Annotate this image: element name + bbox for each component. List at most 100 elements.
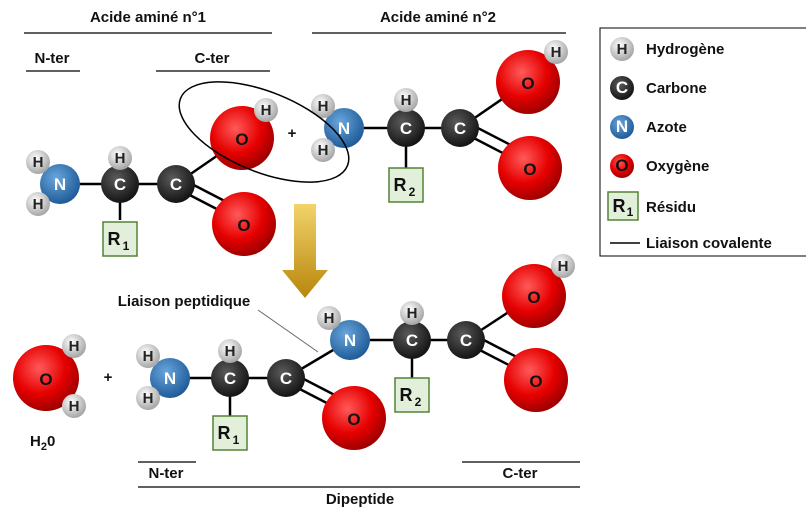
carbon-atom-alpha [101, 165, 139, 203]
hydrogen-symbol: H [143, 390, 154, 407]
hydrogen-symbol: H [69, 398, 80, 415]
hydrogen-symbol: H [225, 343, 236, 360]
legend-label-carbon: Carbone [646, 80, 707, 97]
peptide-bond-pointer [257, 309, 319, 353]
nitrogen-symbol: N [338, 119, 350, 138]
condensation-ellipse [178, 81, 350, 183]
nter-bottom-label: N-ter [148, 465, 183, 482]
nitrogen-atom [40, 164, 80, 204]
carbon-symbol: C [460, 331, 472, 350]
hydrogen-atom [394, 88, 418, 112]
hydrogen-atom [62, 394, 86, 418]
carbon-atom-alpha [387, 109, 425, 147]
residue-r2-box [388, 167, 424, 203]
reaction-arrow-icon [282, 204, 328, 298]
nitrogen-atom-nter [150, 358, 190, 398]
legend: H Hydrogène C Carbone N Azote O Oxygène … [599, 27, 806, 257]
hydrogen-atom [311, 138, 335, 162]
legend-carbon-icon [610, 76, 634, 100]
hydrogen-symbol: H [407, 305, 418, 322]
carbon-atom-carboxyl [157, 165, 195, 203]
residue-index: 2 [415, 395, 422, 409]
oxygen-symbol: O [523, 160, 536, 179]
nter-top-label: N-ter [34, 50, 69, 67]
residue-index: 2 [409, 185, 416, 199]
carbon-atom [267, 359, 305, 397]
oxygen-atom-hydroxyl [496, 50, 560, 114]
hydrogen-symbol: H [33, 154, 44, 171]
carbon-symbol: C [454, 119, 466, 138]
legend-label-hydrogen: Hydrogène [646, 41, 724, 58]
legend-label-bond: Liaison covalente [646, 235, 772, 252]
hydrogen-atom [544, 40, 568, 64]
nitrogen-symbol: N [164, 369, 176, 388]
hydrogen-symbol: H [115, 150, 126, 167]
carbon-symbol: C [406, 331, 418, 350]
oxygen-symbol: O [521, 74, 534, 93]
hydrogen-symbol: H [318, 98, 329, 115]
legend-hydrogen-icon [610, 37, 634, 61]
carbon-symbol: C [400, 119, 412, 138]
hydrogen-atom [26, 150, 50, 174]
nitrogen-atom [324, 108, 364, 148]
hydrogen-symbol: H [143, 348, 154, 365]
hydrogen-atom [136, 344, 160, 368]
oxygen-atom [322, 386, 386, 450]
oxygen-symbol: O [527, 288, 540, 307]
carbon-atom-carboxyl [441, 109, 479, 147]
carbon-symbol: C [280, 369, 292, 388]
legend-symbol: R [613, 196, 626, 216]
oxygen-atom-carbonyl [504, 348, 568, 412]
oxygen-symbol: O [347, 410, 360, 429]
residue-index: 1 [123, 239, 130, 253]
peptide-bond-label: Liaison peptidique [118, 293, 251, 310]
hydrogen-symbol: H [318, 142, 329, 159]
oxygen-atom-hydroxyl [502, 264, 566, 328]
hydrogen-atom [136, 386, 160, 410]
legend-nitrogen-icon [610, 115, 634, 139]
residue-r1-box [212, 415, 248, 451]
hydrogen-atom [311, 94, 335, 118]
acid1-title: Acide aminé n°1 [90, 9, 206, 26]
amino-acid-1: N H H C H C O H O R 1 [26, 98, 278, 257]
residue-r2-box [394, 377, 430, 413]
acid2-title: Acide aminé n°2 [380, 9, 496, 26]
legend-oxygen-icon [610, 154, 634, 178]
legend-symbol: H [617, 41, 628, 58]
carbon-atom [447, 321, 485, 359]
hydrogen-atom [317, 306, 341, 330]
plus-sign-top: + [288, 125, 297, 142]
residue-r1-box [102, 221, 138, 257]
nitrogen-symbol: N [54, 175, 66, 194]
residue-symbol: R [218, 423, 231, 443]
residue-symbol: R [394, 175, 407, 195]
legend-symbol: O [615, 156, 628, 175]
hydrogen-atom [62, 334, 86, 358]
hydrogen-symbol: H [324, 310, 335, 327]
oxygen-atom [13, 345, 79, 411]
legend-symbol: C [616, 78, 628, 97]
hydrogen-symbol: H [401, 92, 412, 109]
legend-label-oxygen: Oxygène [646, 158, 709, 175]
nitrogen-atom-amide [330, 320, 370, 360]
legend-label-residue: Résidu [646, 199, 696, 216]
oxygen-symbol: O [39, 370, 52, 389]
residue-index: 1 [233, 433, 240, 447]
oxygen-symbol: O [237, 216, 250, 235]
hydrogen-atom [108, 146, 132, 170]
oxygen-symbol: O [529, 372, 542, 391]
hydrogen-symbol: H [69, 338, 80, 355]
carbon-atom [211, 359, 249, 397]
dipeptide-label: Dipeptide [326, 491, 394, 508]
hydrogen-atom [551, 254, 575, 278]
carbon-atom [393, 321, 431, 359]
oxygen-symbol: O [235, 130, 248, 149]
nitrogen-symbol: N [344, 331, 356, 350]
cter-top-label: C-ter [194, 50, 229, 67]
hydrogen-symbol: H [261, 102, 272, 119]
hydrogen-symbol: H [551, 44, 562, 61]
residue-symbol: R [108, 229, 121, 249]
cter-bottom-label: C-ter [502, 465, 537, 482]
carbon-symbol: C [114, 175, 126, 194]
